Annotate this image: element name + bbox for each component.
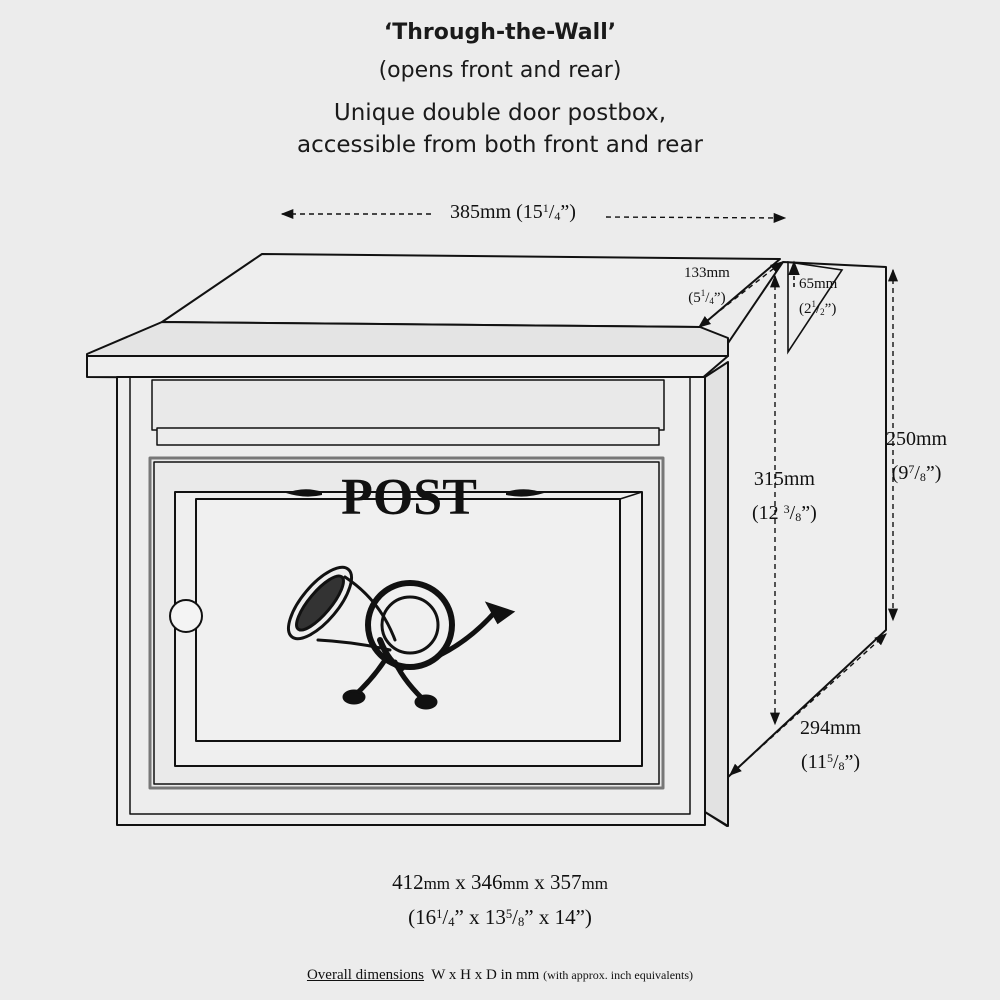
door-panel-inner	[195, 498, 621, 742]
diagram-subtitle: (opens front and rear)	[378, 58, 622, 83]
letter-flap	[151, 379, 665, 431]
postbox-body	[86, 253, 887, 827]
overall-dimensions-mm: 412mm x 346mm x 357mm	[392, 870, 608, 894]
width-top-label: 385mm (151/4”)	[450, 201, 576, 223]
door-knob-icon	[169, 599, 203, 633]
roof-depth-label: 133mm (51/4”)	[684, 265, 730, 306]
diagram-title: ‘Through-the-Wall’	[383, 20, 617, 45]
depth-base-dim	[729, 633, 887, 776]
dimension-lines	[280, 208, 899, 776]
panel-label: POST	[341, 469, 477, 526]
overall-dimensions-inches: (161/4” x 135/8” x 14”)	[408, 905, 592, 929]
description-line-1: Unique double door postbox,	[333, 100, 667, 126]
height-rear-label: 250mm (97/8”)	[886, 428, 948, 484]
roof-front	[86, 321, 729, 357]
letter-flap-lip	[156, 427, 660, 446]
dimensions-caption: Overall dimensions W x H x D in mm (with…	[306, 967, 694, 983]
depth-base-label: 294mm (115/8”)	[800, 717, 862, 773]
slot-wedge	[787, 260, 844, 355]
post-horn-icon	[287, 565, 516, 710]
front-frame	[129, 376, 691, 815]
description-line-2: accessible from both front and rear	[296, 132, 703, 158]
height-front-label: 315mm (12 3/8”)	[752, 468, 817, 524]
scroll-ornament-icon	[286, 489, 544, 497]
slot-label: 65mm (21/2”)	[799, 276, 838, 317]
front-bevel	[704, 361, 729, 827]
door-outer-line	[153, 461, 660, 785]
